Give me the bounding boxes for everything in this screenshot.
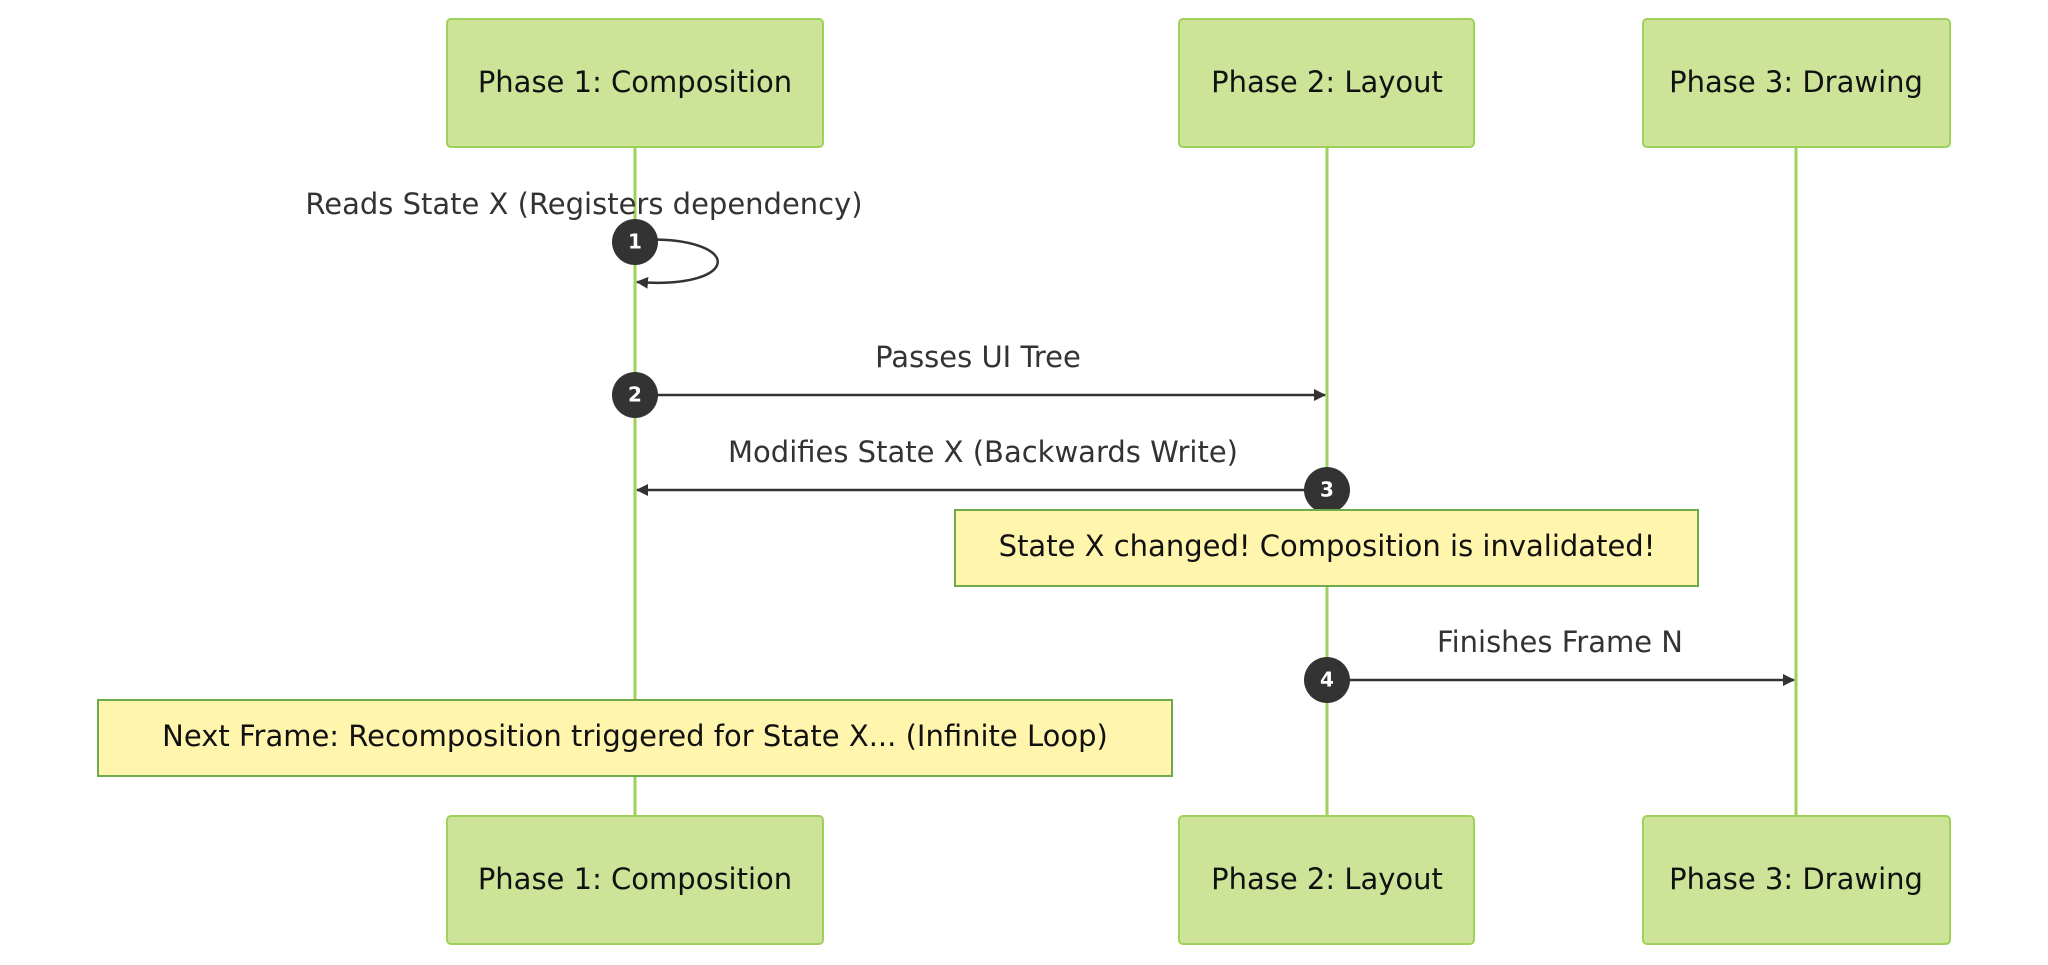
actor-label: Phase 2: Layout — [1211, 65, 1443, 99]
note-infinite-loop: Next Frame: Recomposition triggered for … — [97, 699, 1173, 777]
actor-bottom-phase-3: Phase 3: Drawing — [1642, 815, 1951, 945]
actor-label: Phase 2: Layout — [1211, 862, 1443, 896]
sequence-number: 4 — [1320, 668, 1334, 692]
actor-label: Phase 1: Composition — [478, 65, 792, 99]
actor-label: Phase 1: Composition — [478, 862, 792, 896]
sequence-number: 2 — [628, 383, 642, 407]
sequence-number: 3 — [1320, 478, 1334, 502]
note-label: State X changed! Composition is invalida… — [999, 529, 1656, 563]
actor-bottom-phase-2: Phase 2: Layout — [1178, 815, 1475, 945]
sequence-number-badge — [1304, 467, 1350, 513]
message-3: Modifies State X (Backwards Write) 3 — [636, 435, 1350, 513]
message-4: Finishes Frame N 4 — [1304, 625, 1795, 703]
message-label: Reads State X (Registers dependency) — [305, 187, 862, 221]
actor-top-phase-2: Phase 2: Layout — [1178, 18, 1475, 148]
sequence-number-badge — [612, 372, 658, 418]
actor-bottom-phase-1: Phase 1: Composition — [446, 815, 824, 945]
note-invalidated: State X changed! Composition is invalida… — [954, 509, 1699, 587]
sequence-number-badge — [612, 219, 658, 265]
actor-label: Phase 3: Drawing — [1669, 65, 1923, 99]
message-1: Reads State X (Registers dependency) 1 — [305, 187, 863, 289]
message-label: Finishes Frame N — [1437, 625, 1683, 659]
note-label: Next Frame: Recomposition triggered for … — [162, 719, 1108, 753]
message-2: Passes UI Tree 2 — [612, 340, 1326, 418]
message-label: Passes UI Tree — [875, 340, 1081, 374]
actor-label: Phase 3: Drawing — [1669, 862, 1923, 896]
sequence-number: 1 — [628, 230, 642, 254]
message-label: Modifies State X (Backwards Write) — [728, 435, 1238, 469]
actor-top-phase-3: Phase 3: Drawing — [1642, 18, 1951, 148]
actor-top-phase-1: Phase 1: Composition — [446, 18, 824, 148]
self-loop-arrow — [634, 238, 719, 289]
sequence-number-badge — [1304, 657, 1350, 703]
